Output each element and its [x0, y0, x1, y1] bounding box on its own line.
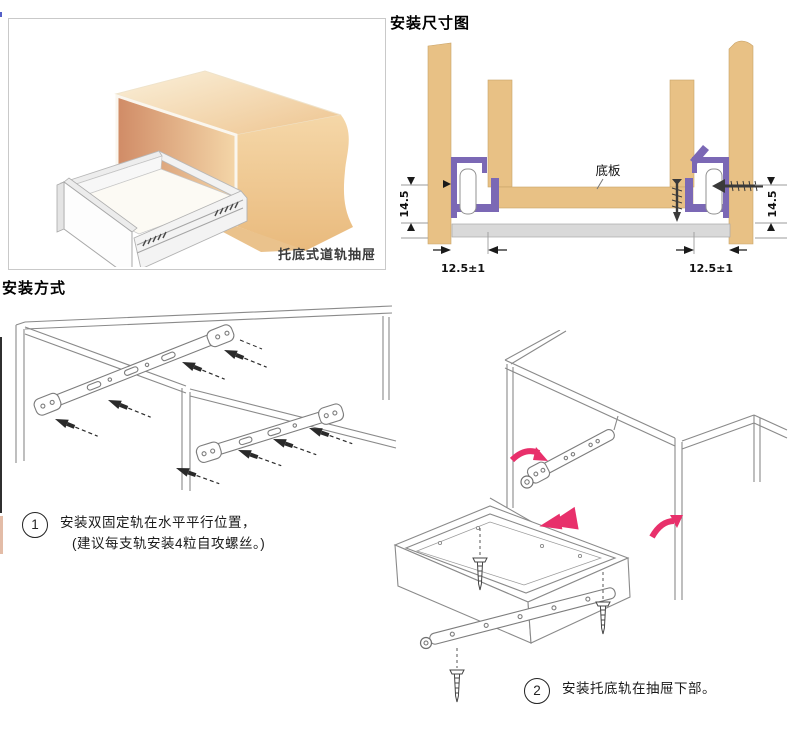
dimension-diagram: 14.5 14.5 12.5±1 12.5±1 底板 — [398, 40, 787, 275]
dim-height-left: 14.5 — [398, 190, 411, 217]
cabinet-wireframe — [489, 330, 788, 600]
screw-arrow-icon — [270, 434, 319, 460]
step-2-number: 2 — [524, 678, 550, 704]
drawer — [56, 150, 248, 280]
dimension-diagram-title: 安装尺寸图 — [390, 15, 471, 32]
step-1: 1 安装双固定轨在水平平行位置， (建议每支轨安装4粒自攻螺丝。) — [22, 512, 265, 554]
screw-arrow-icon — [105, 395, 153, 423]
roller-icon — [705, 168, 723, 215]
drawer-slide-rail — [136, 199, 244, 254]
base-strip — [451, 223, 731, 238]
dim-offset-left: 12.5±1 — [441, 262, 485, 275]
direction-arrows — [509, 447, 683, 539]
direction-arrow-icon — [539, 506, 579, 530]
right-rail — [671, 145, 763, 222]
dimension-arrows — [407, 177, 775, 254]
bottom-board — [494, 186, 694, 209]
fixed-rail — [526, 429, 615, 484]
screw-icon — [712, 179, 763, 193]
dimension-lines — [401, 184, 787, 254]
screw-arrow-icon — [221, 345, 269, 373]
screw-arrow-icon — [179, 357, 227, 385]
step-1-text-line2: (建议每支轨安装4粒自攻螺丝。) — [72, 536, 266, 551]
screw-arrow-icon — [173, 463, 222, 489]
roller-icon — [459, 168, 477, 215]
bottom-board-label: 底板 — [595, 163, 621, 178]
step-2-text: 安装托底轨在抽屉下部。 — [562, 681, 716, 696]
left-rail — [443, 157, 499, 218]
leader-line — [596, 178, 604, 190]
install-section-title: 安装方式 — [2, 280, 67, 297]
screws — [449, 528, 611, 703]
dim-offset-right: 12.5±1 — [689, 262, 733, 275]
direction-arrow-icon — [509, 447, 548, 463]
drawer-cabinet-illustration — [56, 70, 353, 280]
edge-artifact — [0, 516, 3, 554]
screw-icon — [443, 180, 451, 188]
step1-diagram — [15, 305, 397, 491]
screw-arrow-icons — [52, 339, 355, 489]
step-2: 2 安装托底轨在抽屉下部。 — [524, 678, 716, 704]
screw-icon — [671, 179, 683, 222]
roller-icon — [520, 475, 534, 489]
roller-icon — [419, 636, 433, 650]
screw-arrow-icon — [52, 414, 100, 442]
fixed-rail — [33, 324, 235, 416]
screw-arrow-icon — [235, 445, 284, 471]
product-image-panel: 托底式道轨抽屉 — [8, 18, 386, 280]
product-image-caption: 托底式道轨抽屉 — [277, 247, 376, 262]
screw-icon — [449, 669, 465, 703]
fixed-rail — [195, 403, 345, 463]
dim-height-right: 14.5 — [766, 190, 779, 217]
step2-diagram — [393, 330, 788, 703]
bottom-rail — [429, 587, 616, 645]
edge-artifact — [0, 337, 2, 513]
step-1-number: 1 — [22, 512, 48, 538]
edge-artifact — [0, 12, 2, 17]
wood-panels — [427, 40, 754, 245]
direction-arrow-icon — [649, 515, 683, 539]
step-1-text-line1: 安装双固定轨在水平平行位置， — [60, 515, 256, 530]
